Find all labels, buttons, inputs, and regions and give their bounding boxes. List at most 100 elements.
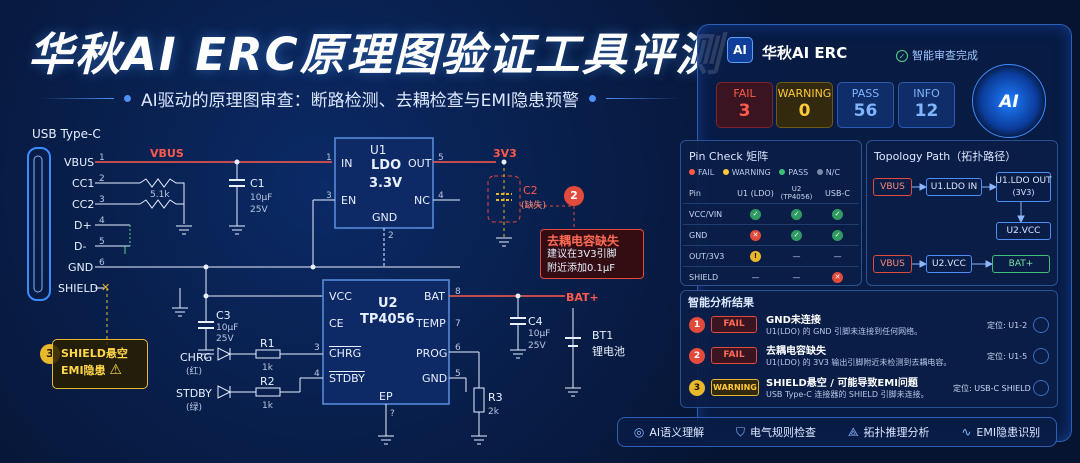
divider [40, 97, 114, 99]
topo-node-ldo-in[interactable]: U1.LDO IN [926, 178, 982, 196]
pin-dminus: D- [74, 240, 87, 253]
feature-emi[interactable]: ∿EMI隐患识别 [961, 425, 1041, 439]
u1-pin-number: 1 [326, 153, 332, 163]
locate-search-icon[interactable] [1033, 348, 1049, 364]
topology-title: Topology Path（拓扑路径） [874, 150, 1017, 163]
callout-line: 附近添加0.1μF [547, 263, 616, 274]
wave-icon: ∿ [961, 425, 972, 439]
locate-search-icon[interactable] [1033, 380, 1049, 396]
analysis-item[interactable]: 1 FAIL GND未连接 U1(LDO) 的 GND 引脚未连接到任何网络。 … [683, 311, 1058, 341]
pass-icon: ✓ [791, 208, 802, 220]
stat-info[interactable]: INFO 12 [898, 82, 955, 128]
r1-ref: R1 [260, 337, 275, 350]
feature-topology[interactable]: ⟁拓扑推理分析 [847, 424, 930, 440]
stdby-led-color: (绿) [186, 403, 203, 413]
callout-missing-decap: 去耦电容缺失 建议在3V3引脚 附近添加0.1μF [540, 229, 644, 279]
callout-title: 去耦电容缺失 [547, 234, 620, 248]
network-icon: ⟁ [847, 424, 859, 439]
net-label-3v3: 3V3 [493, 147, 517, 160]
callout-2-badge: 2 [564, 186, 584, 206]
c3-voltage: 25V [216, 334, 234, 344]
u2-pin-number: ? [390, 409, 395, 419]
c3-ref: C3 [216, 309, 231, 322]
pin-number: 5 [99, 237, 105, 247]
ai-brain-icon: AI [972, 64, 1046, 138]
pin-gnd: GND [68, 261, 94, 274]
check-circle-icon: ✓ [896, 50, 908, 62]
schematic-canvas: USB Type-C VBUS CC1 CC2 D+ D- GND SHIELD… [0, 116, 680, 463]
r3-value: 2k [488, 407, 499, 417]
page-subtitle: AI驱动的原理图审查：断路检测、去耦检查与EMI隐患预警 [40, 86, 681, 111]
bt1-name: 锂电池 [592, 345, 625, 358]
schematic-wires [27, 137, 581, 445]
stat-warning[interactable]: WARNING 0 [776, 82, 833, 128]
chrg-led-label: CHRG [180, 351, 213, 364]
table-row[interactable]: OUT/3V3 ! — — [683, 246, 859, 267]
topo-node-batp[interactable]: BAT+ [992, 255, 1050, 273]
c4-voltage: 25V [528, 341, 546, 351]
bullet-dot [589, 94, 597, 102]
topo-node-u2vcc-2[interactable]: U2.VCC [926, 255, 972, 273]
locate-search-icon[interactable] [1033, 317, 1049, 333]
pin-check-title: Pin Check 矩阵 [689, 150, 769, 163]
table-row[interactable]: GND ✕ ✓ ✓ [683, 225, 859, 246]
callout-line: EMI隐患 ⚠ [61, 362, 122, 378]
pin-cc1: CC1 [72, 177, 95, 190]
bullet-dot [123, 94, 131, 102]
u2-pin-vcc: VCC [329, 290, 352, 303]
c1-voltage: 25V [250, 205, 268, 215]
warning-triangle-icon: ⚠ [109, 362, 122, 378]
pin-check-box [680, 140, 862, 286]
u1-pin-nc: NC [414, 194, 430, 207]
stat-pass[interactable]: PASS 56 [837, 82, 894, 128]
u1-pin-number: 3 [326, 191, 332, 201]
chrg-led-color: (红) [186, 367, 203, 377]
bt1-ref: BT1 [592, 329, 614, 342]
cc-resistor-value: 5.1k [150, 190, 170, 200]
topo-node-vbus-2[interactable]: VBUS [873, 255, 912, 273]
shield-x-icon: ✕ [101, 281, 111, 294]
u2-pin-number: 4 [314, 369, 320, 379]
topo-node-ldo-out[interactable]: U1.LDO OUT(3V3) [995, 172, 1052, 202]
pass-icon: ✓ [832, 208, 843, 220]
u2-pin-ep: EP [379, 390, 393, 403]
u2-pin-ce: CE [329, 317, 344, 330]
r2-value: 1k [262, 401, 273, 411]
r1-value: 1k [262, 363, 273, 373]
topo-node-u2vcc[interactable]: U2.VCC [996, 222, 1051, 240]
table-row[interactable]: VCC/VIN ✓ ✓ ✓ [683, 204, 859, 225]
u1-ref: U1 [370, 143, 387, 157]
u2-pin-bat: BAT [424, 290, 445, 303]
feature-erc[interactable]: ⛉电气规则检查 [735, 424, 816, 440]
analysis-title: 智能分析结果 [688, 296, 754, 309]
u2-pin-stdby: STDBY [329, 372, 365, 385]
pin-number: 1 [99, 153, 105, 163]
r3-ref: R3 [488, 391, 503, 404]
table-row[interactable]: SHIELD — — ✕ [683, 267, 859, 288]
pin-vbus: VBUS [64, 156, 95, 169]
u2-name: TP4056 [360, 312, 415, 327]
fail-icon: ✕ [832, 272, 843, 283]
analysis-item[interactable]: 3 WARNING SHIELD悬空 / 可能导致EMI问题 USB Type-… [683, 374, 1058, 404]
topology-box [866, 140, 1058, 286]
u1-pin-number: 4 [438, 191, 444, 201]
topo-node-vbus[interactable]: VBUS [873, 178, 912, 196]
u2-pin-chrg: CHRG [329, 347, 362, 360]
callout-line: SHIELD悬空 [61, 347, 128, 360]
u1-pin-number: 2 [388, 231, 394, 241]
u2-pin-prog: PROG [416, 347, 448, 360]
page-title: 华秋AI ERC原理图验证工具评测 [28, 28, 723, 81]
warning-icon: ! [750, 250, 761, 262]
pin-number: 2 [99, 174, 105, 184]
pass-icon: ✓ [791, 229, 802, 241]
analysis-item[interactable]: 2 FAIL 去耦电容缺失 U1(LDO) 的 3V3 输出引脚附近未检测到去耦… [683, 342, 1058, 372]
callout-shield-floating: SHIELD悬空 EMI隐患 ⚠ [52, 339, 148, 389]
subtitle-text: AI驱动的原理图审查：断路检测、去耦检查与EMI隐患预警 [140, 90, 580, 111]
panel-title: 华秋AI ERC [762, 44, 848, 62]
stdby-led-label: STDBY [176, 387, 212, 400]
c2-missing-note: (缺失) [521, 201, 547, 211]
pin-check-legend: FAIL WARNING PASS N/C [689, 168, 840, 177]
feature-ai-semantic[interactable]: ◎AI语义理解 [633, 425, 705, 439]
stat-fail[interactable]: FAIL 3 [716, 82, 773, 128]
c4-value: 10μF [528, 329, 551, 339]
